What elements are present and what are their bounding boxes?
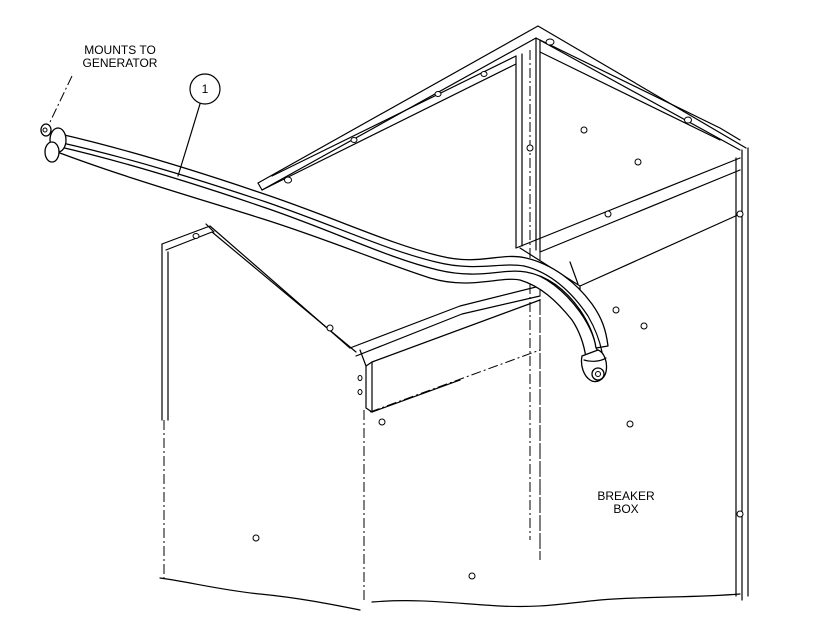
mounts-label-line1: MOUNTS TO [84,43,156,57]
leader-lines [49,75,201,177]
breaker-box-label: BREAKER BOX [583,490,669,516]
mounts-to-generator-label: MOUNTS TO GENERATOR [66,44,174,70]
breaker-label-line2: BOX [613,502,639,516]
callout-circle [189,73,221,105]
mounts-label-line2: GENERATOR [82,56,158,70]
rear-box-frame [257,25,749,601]
cable-assembly [40,123,609,383]
mounting-holes [192,38,744,580]
cutaway-edges [159,577,741,611]
callout-number: 1 [201,82,209,96]
breaker-label-line1: BREAKER [597,489,655,503]
front-box [161,223,541,600]
